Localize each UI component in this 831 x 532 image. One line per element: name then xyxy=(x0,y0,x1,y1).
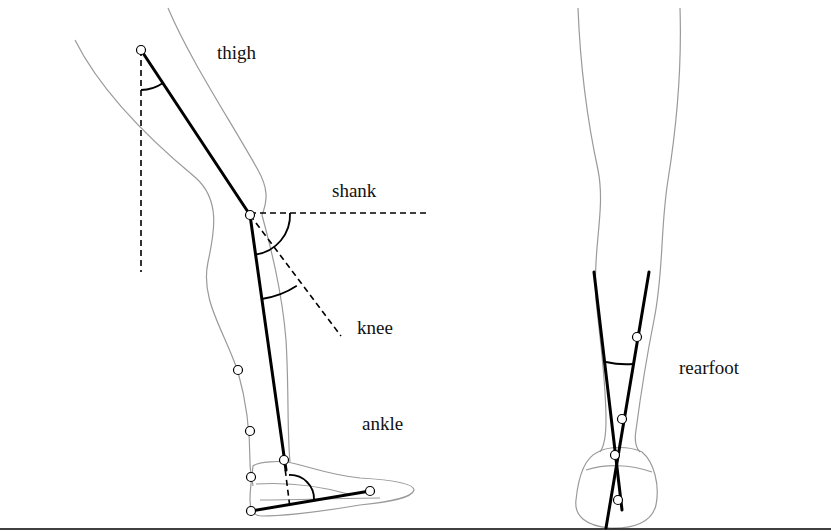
ground-line xyxy=(0,528,831,530)
part-label: shank xyxy=(332,181,376,202)
part-label: knee xyxy=(357,318,393,339)
part-label: rearfoot xyxy=(679,358,739,379)
angle-arcs xyxy=(141,83,633,500)
markers xyxy=(137,46,642,516)
reference-lines xyxy=(141,50,428,508)
part-label: ankle xyxy=(362,414,403,435)
leg-outline xyxy=(75,8,680,528)
segment-lines xyxy=(141,50,649,528)
part-label: thigh xyxy=(217,43,256,64)
